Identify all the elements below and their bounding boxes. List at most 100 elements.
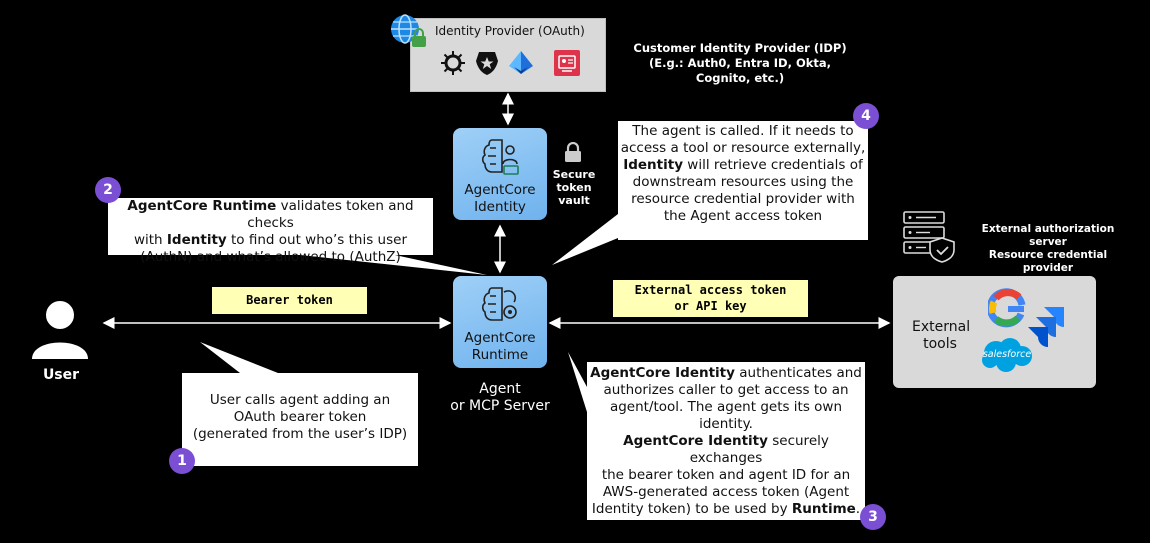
external-auth-label: External authorization server Resource c… <box>968 223 1128 275</box>
customer-idp-label: Customer Identity Provider (IDP) (E.g.: … <box>620 41 860 86</box>
vault-line1: Secure <box>552 168 596 181</box>
jira-icon <box>1028 305 1068 351</box>
callout-4-line: the Agent access token <box>618 208 868 225</box>
text-segment: validates token and checks <box>247 198 414 231</box>
text-segment: resource credential provider with <box>631 191 855 207</box>
text-segment: . <box>855 501 861 517</box>
text-segment: (AuthN) and what’s allowed to (AuthZ) <box>140 249 401 265</box>
identity-label-line1: AgentCore <box>464 182 536 198</box>
customer-idp-line2: (E.g.: Auth0, Entra ID, Okta, Cognito, e… <box>648 56 832 85</box>
google-icon <box>986 288 1028 332</box>
callout-3-line: AgentCore Identity authenticates and <box>587 365 865 382</box>
runtime-label-line1: AgentCore <box>464 330 536 346</box>
step-badge-3: 3 <box>860 504 886 530</box>
bold-term: AgentCore Runtime <box>127 198 277 214</box>
external-access-token-label: External access token or API key <box>613 280 808 317</box>
text-segment: agent/tool. The agent gets its own <box>609 399 843 415</box>
callout-3-line: AWS-generated access token (Agent <box>587 484 865 501</box>
text-segment: to find out who’s this user <box>226 232 408 248</box>
salesforce-icon: salesforce <box>980 336 1034 378</box>
brain-user-icon <box>481 136 520 180</box>
step-badge-1: 1 <box>169 448 195 474</box>
agent-line1: Agent <box>479 381 521 397</box>
text-segment: authorizes caller to get access to an <box>603 382 849 398</box>
callout-1-line: OAuth bearer token <box>233 409 367 425</box>
vault-line3: vault <box>558 194 590 207</box>
callout-4-line: access a tool or resource externally, <box>618 140 868 157</box>
user-icon <box>28 293 92 365</box>
bold-term: Runtime <box>791 501 856 517</box>
text-segment: AWS-generated access token (Agent <box>602 484 850 500</box>
cognito-icon <box>554 50 580 76</box>
agent-mcp-label: Agent or MCP Server <box>440 381 560 415</box>
external-token-line2: or API key <box>674 299 747 313</box>
external-auth-line1: External authorization server <box>981 223 1115 248</box>
identity-provider-title: Identity Provider (OAuth) <box>435 24 585 38</box>
callout-2-line: (AuthN) and what’s allowed to (AuthZ) <box>108 249 433 266</box>
callout-3-line: Identity token) to be used by Runtime. <box>587 501 865 518</box>
text-segment: with <box>133 232 167 248</box>
text-segment: The agent is called. If it needs to <box>632 123 854 139</box>
secure-token-vault-label: Secure token vault <box>552 168 596 207</box>
step-badge-2: 2 <box>95 177 121 203</box>
text-segment: Identity token) to be used by <box>591 501 792 517</box>
callout-step-2: AgentCore Runtime validates token and ch… <box>108 198 433 265</box>
customer-idp-line1: Customer Identity Provider (IDP) <box>633 41 847 55</box>
callout-3-line: the bearer token and agent ID for an <box>587 467 865 484</box>
user-label: User <box>42 367 80 383</box>
callout-4-line: The agent is called. If it needs to <box>618 123 868 140</box>
text-segment: identity. <box>699 416 753 432</box>
callout-1-line: User calls agent adding an <box>209 392 391 408</box>
text-segment: authenticates and <box>734 365 862 381</box>
callout-4-line: downstream resources using the <box>618 174 868 191</box>
callout-2-pointer <box>300 255 487 275</box>
agentcore-identity-service: AgentCore Identity <box>453 128 547 220</box>
text-segment: securely exchanges <box>689 433 829 466</box>
text-segment: downstream resources using the <box>632 174 854 190</box>
server-shield-icon <box>900 208 960 268</box>
external-tools-line1: External <box>912 319 971 335</box>
external-token-line1: External access token <box>634 283 787 297</box>
runtime-label-line2: Runtime <box>471 347 529 363</box>
external-auth-line2: Resource credential provider <box>988 249 1108 274</box>
salesforce-wordmark: salesforce <box>982 349 1032 360</box>
callout-4-line: Identity will retrieve credentials of <box>618 157 868 174</box>
external-tools-line2: tools <box>923 336 957 352</box>
globe-lock-icon <box>389 12 429 52</box>
text-segment: the Agent access token <box>663 208 823 224</box>
brain-gear-icon <box>481 284 520 328</box>
bearer-token-label: Bearer token <box>212 287 367 314</box>
callout-4-pointer <box>552 214 618 265</box>
text-segment: the bearer token and agent ID for an <box>601 467 851 483</box>
text-segment: will retrieve credentials of <box>683 157 863 173</box>
external-tools-label: External tools <box>912 319 971 353</box>
bold-term: AgentCore Identity <box>623 433 768 449</box>
okta-icon <box>440 50 466 76</box>
callout-1-line: (generated from the user’s IDP) <box>192 426 408 442</box>
callout-1-pointer <box>200 342 278 373</box>
entra-id-icon <box>508 50 534 76</box>
agent-line2: or MCP Server <box>450 398 550 414</box>
agentcore-runtime-service: AgentCore Runtime <box>453 276 547 368</box>
callout-3-line: identity. <box>587 416 865 433</box>
callout-3-pointer <box>568 352 587 412</box>
callout-2-line: with Identity to find out who’s this use… <box>108 232 433 249</box>
callout-3-line: agent/tool. The agent gets its own <box>587 399 865 416</box>
callout-3-line: AgentCore Identity securely exchanges <box>587 433 865 467</box>
bold-term: Identity <box>623 157 684 173</box>
callout-4-line: resource credential provider with <box>618 191 868 208</box>
bold-term: AgentCore Identity <box>590 365 735 381</box>
auth0-icon <box>474 50 500 76</box>
identity-label-line2: Identity <box>474 199 526 215</box>
text-segment: access a tool or resource externally, <box>620 140 866 156</box>
vault-line2: token <box>556 181 592 194</box>
callout-3-line: authorizes caller to get access to an <box>587 382 865 399</box>
callout-2-line: AgentCore Runtime validates token and ch… <box>108 198 433 232</box>
bold-term: Identity <box>166 232 227 248</box>
step-badge-4: 4 <box>853 103 879 129</box>
